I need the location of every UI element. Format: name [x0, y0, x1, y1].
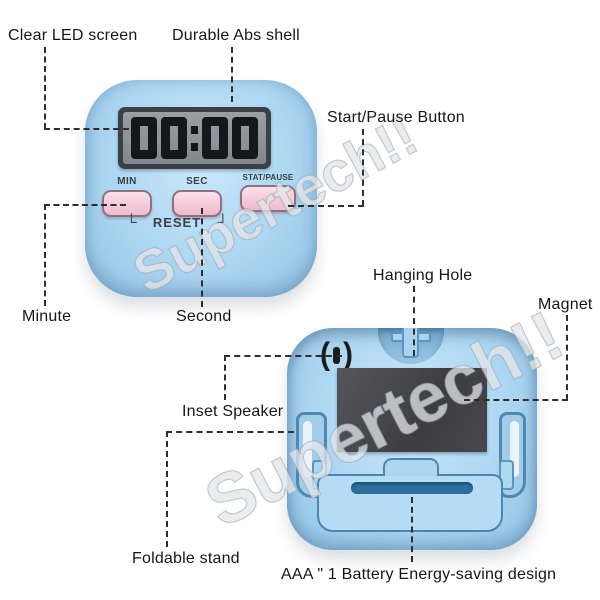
callout-label-battery-note: AAA " 1 Battery Energy-saving design [281, 566, 557, 583]
display-digit-0 [131, 117, 157, 159]
foldable-stand-left [296, 412, 327, 498]
min-button-group: MIN [99, 176, 155, 217]
callout-line-stand-h [166, 431, 294, 433]
callout-line-clear-led-v [44, 47, 46, 129]
callout-label-minute: Minute [22, 308, 72, 325]
callout-line-magnet-h [464, 399, 568, 401]
callout-line-battery-v [411, 497, 413, 562]
battery-cover [317, 474, 503, 532]
min-button [102, 190, 152, 217]
reset-legend: └ RESET ┘ [126, 215, 228, 230]
callout-line-start-pause-h [288, 205, 364, 207]
start-pause-button-group: STAT/PAUSE [237, 173, 299, 212]
callout-line-minute-v [44, 204, 46, 306]
callout-label-clear-led-screen: Clear LED screen [8, 27, 138, 44]
reset-label: RESET [152, 215, 202, 230]
foldable-stand-right [499, 412, 526, 498]
led-screen [118, 107, 271, 169]
callout-line-clear-led-h [44, 128, 129, 130]
callout-line-speaker-v [224, 355, 226, 400]
start-pause-button-label: STAT/PAUSE [242, 173, 294, 182]
reset-bracket-left: └ [126, 214, 137, 231]
battery-cover-latch [383, 458, 439, 476]
callout-label-durable-abs-shell: Durable Abs shell [172, 27, 300, 44]
callout-line-stand-v [166, 431, 168, 547]
battery-cover-slot [351, 482, 473, 494]
callout-label-inset-speaker: Inset Speaker [182, 403, 284, 420]
sec-button [172, 190, 222, 217]
timer-front-view: MIN SEC STAT/PAUSE └ RESET ┘ [85, 80, 317, 297]
callout-line-abs-shell-v [231, 47, 233, 102]
sec-button-label: SEC [186, 176, 208, 187]
callout-label-hanging-hole: Hanging Hole [373, 267, 473, 284]
reset-bracket-right: ┘ [217, 214, 228, 231]
callout-label-magnet: Magnet [538, 296, 593, 313]
callout-line-second-v [201, 208, 203, 307]
callout-line-speaker-h [224, 355, 342, 357]
callout-line-start-pause-v [362, 129, 364, 206]
start-pause-button [240, 185, 296, 212]
callout-line-magnet-v [566, 315, 568, 400]
display-digit-0 [232, 117, 258, 159]
callout-label-foldable-stand: Foldable stand [132, 550, 240, 567]
callout-label-second: Second [176, 308, 232, 325]
magnet [337, 368, 487, 452]
display-digit-0 [161, 117, 187, 159]
lcd-display [123, 112, 266, 164]
sec-button-group: SEC [169, 176, 225, 217]
callout-label-start-pause-button: Start/Pause Button [327, 109, 465, 126]
min-button-label: MIN [117, 176, 137, 187]
callout-line-hanging-hole-v [413, 286, 415, 356]
display-digit-0 [202, 117, 228, 159]
callout-line-minute-h [44, 204, 126, 206]
hanging-hook-tab [402, 328, 419, 358]
